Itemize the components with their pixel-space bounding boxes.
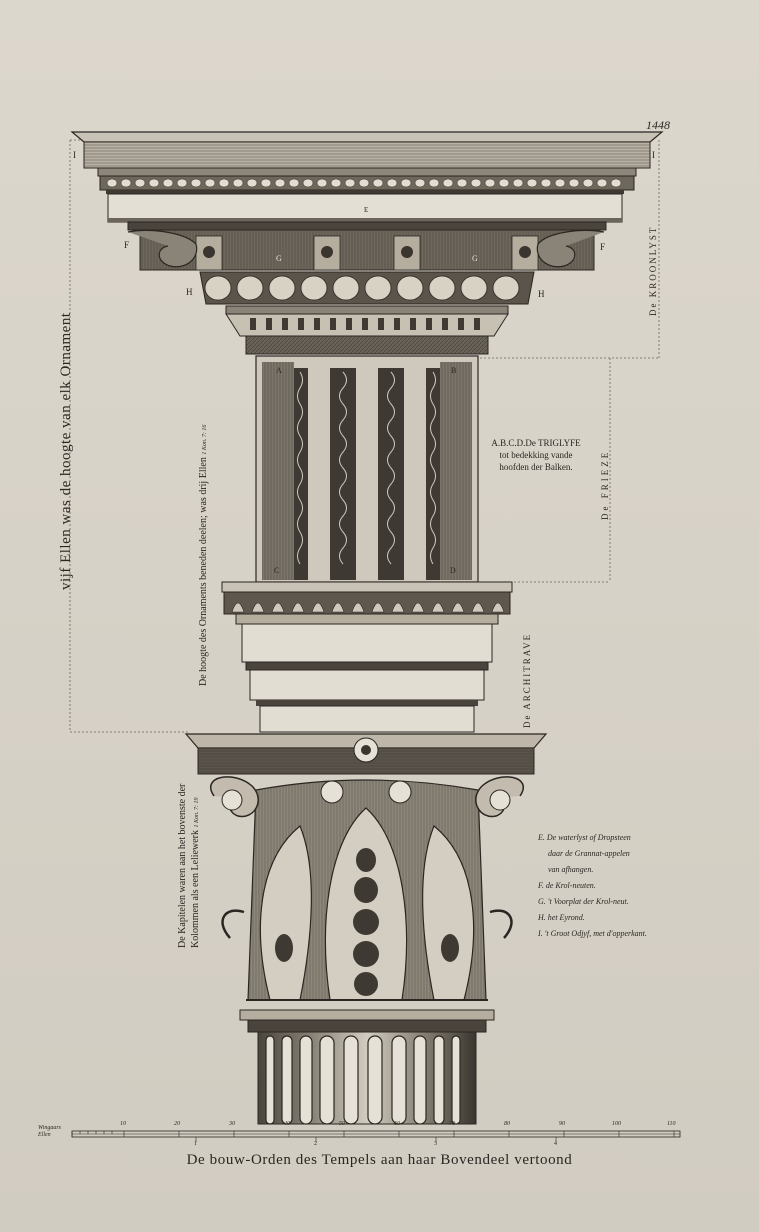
column-shaft [239, 1009, 495, 1125]
architrave [221, 581, 513, 733]
legend-item-G: G. 't Voorplat der Krol-neut. [538, 897, 629, 906]
scale-bar [71, 1130, 681, 1142]
marker-H-left: H [186, 287, 193, 297]
legend-item-E-cont: daar de Grannat-appelen [548, 849, 630, 858]
scale-unit-label: Wingaars Ellen [38, 1125, 61, 1139]
ornament-height-text: De hoogte des Ornaments beneden deelen; … [198, 457, 209, 686]
marker-E: E [364, 206, 369, 214]
scale-tick-label: 90 [559, 1121, 565, 1127]
scale-tick-label: 100 [612, 1121, 621, 1127]
marker-I-left: I [73, 150, 76, 160]
triglyph-note-line: A.B.C.D.De TRIGLYFE [491, 438, 581, 448]
plate-caption: De bouw-Orden des Tempels aan haar Boven… [186, 1152, 573, 1168]
ornament-height-inscription: De hoogte des Ornaments beneden deelen; … [198, 425, 209, 686]
scale-tick-label: 30 [229, 1121, 235, 1127]
scale-tick-label: 10 [120, 1121, 126, 1127]
architrave-label: De ARCHITRAVE [522, 632, 532, 728]
corinthian-capital [184, 733, 548, 1001]
scale-tick-label: 3 [434, 1141, 437, 1147]
triglyph [255, 355, 479, 583]
scale-tick-label: 1 [194, 1141, 197, 1147]
triglyph-note-line: tot bedekking vande [499, 450, 573, 460]
scale-upper-ticks: 10 20 30 40 50 60 70 80 90 100 110 [0, 1121, 759, 1131]
cornice [70, 131, 664, 355]
capital-inscription-line-1: De Kapitelen waren aan het bovenste der [177, 783, 188, 948]
marker-H-right: H [538, 289, 545, 299]
scale-tick-label: 80 [504, 1121, 510, 1127]
height-inscription: vijf Ellen was de hoogte van elk Ornamen… [58, 312, 74, 590]
triglyph-note: A.B.C.D.De TRIGLYFE tot bedekking vande … [480, 437, 592, 473]
marker-G-right: G [472, 254, 478, 263]
legend-item-E-cont: van afhangen. [548, 865, 594, 874]
capital-inscription-line-2: Kolommen als een Leliewerk [190, 829, 201, 948]
scale-tick-label: 110 [667, 1121, 676, 1127]
scale-tick-label: 40 [284, 1121, 290, 1127]
legend-item-E: E. De waterlyst of Dropsteen [538, 833, 631, 842]
marker-A: A [276, 366, 282, 375]
scale-lower-ticks: 1 2 3 4 [0, 1141, 759, 1151]
scale-tick-label: 70 [449, 1121, 455, 1127]
marker-G-left: G [276, 254, 282, 263]
legend: E. De waterlyst of Dropsteen daar de Gra… [538, 830, 647, 942]
scale-tick-label: 60 [394, 1121, 400, 1127]
marker-F-left: F [124, 240, 130, 250]
capital-inscription-ref: 1 Kon. 7: 19 [194, 797, 200, 828]
scale-tick-label: 50 [339, 1121, 345, 1127]
scale-unit-bottom: Ellen [38, 1132, 51, 1138]
triglyph-note-line: hoofden der Balken. [499, 462, 573, 472]
legend-item-F: F. de Krol-neuten. [538, 881, 596, 890]
marker-I-right: I [652, 150, 655, 160]
scale-tick-label: 4 [554, 1141, 557, 1147]
scale-tick-label: 20 [174, 1121, 180, 1127]
kroonlyst-label: De KROONLYST [648, 225, 658, 316]
marker-F-right: F [600, 242, 606, 252]
legend-item-H: H. het Eyrond. [538, 913, 585, 922]
marker-D: D [450, 566, 456, 575]
marker-C: C [274, 566, 280, 575]
scale-tick-label: 2 [314, 1141, 317, 1147]
legend-item-I: I. 't Groot Odjyf, met d'opperkant. [538, 929, 647, 938]
page-number: 1448 [646, 118, 670, 132]
ornament-height-ref: 1 Kon. 7: 16 [202, 424, 208, 455]
capital-inscription: De Kapitelen waren aan het bovenste der … [176, 784, 204, 948]
marker-B: B [451, 366, 457, 375]
frieze-label: De FRIEZE [600, 449, 610, 520]
scale-unit-top: Wingaars [38, 1125, 62, 1131]
